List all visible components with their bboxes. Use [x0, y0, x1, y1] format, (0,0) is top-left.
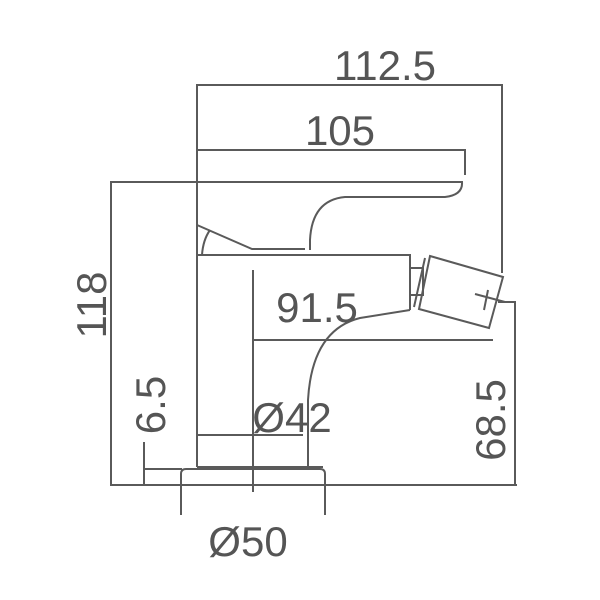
dim-handle-length: 105 — [305, 107, 375, 154]
lever-bottom — [196, 224, 305, 250]
dim-68-5-line — [498, 301, 516, 485]
dim-total-height: 118 — [68, 272, 115, 339]
spout-curve — [307, 309, 411, 468]
dim-6-5-line — [143, 442, 182, 485]
dim-body-diameter: Ø42 — [252, 394, 331, 441]
dim-118-line — [110, 181, 517, 486]
dim-spout-reach: 91.5 — [276, 284, 358, 331]
dim-91-5-line — [252, 270, 493, 492]
dim-spout-height: 68.5 — [467, 379, 514, 461]
dim-total-length: 112.5 — [334, 42, 436, 89]
dim-105-line — [197, 149, 466, 175]
aerator — [413, 254, 505, 330]
dimension-lines — [110, 84, 517, 492]
handle — [197, 181, 464, 250]
aerator-mark — [474, 289, 506, 311]
dim-base-thickness: 6.5 — [127, 376, 174, 434]
dim-112-5-line — [196, 84, 503, 273]
lever-arc — [201, 229, 211, 256]
faucet-outline — [180, 181, 506, 515]
dim-base-diameter: Ø50 — [208, 518, 287, 565]
